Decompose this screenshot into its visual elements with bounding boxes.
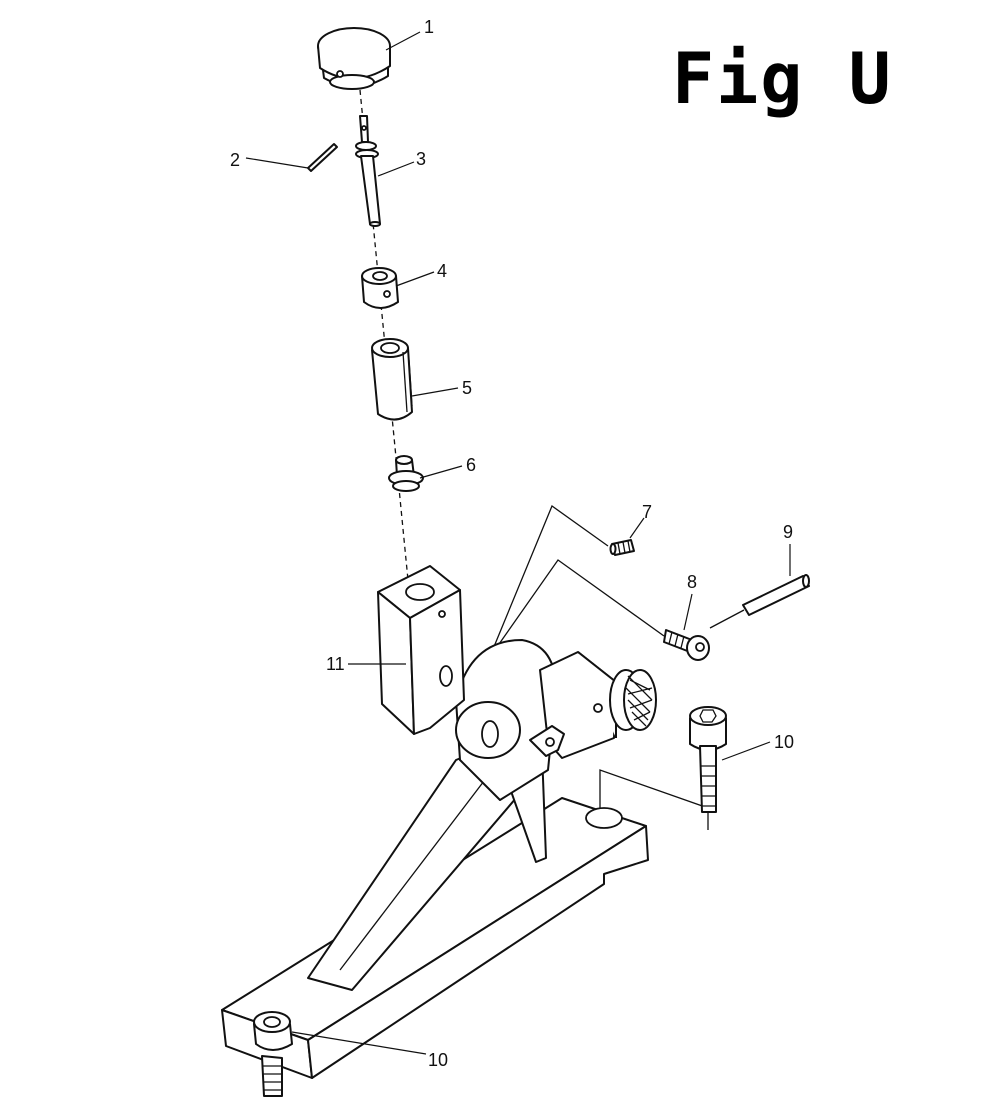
part-4-collar — [361, 267, 399, 309]
part-11-block — [377, 565, 465, 735]
callout-5: 5 — [462, 378, 472, 398]
callout-9: 9 — [783, 522, 793, 542]
part-8-eye-screw — [663, 629, 710, 661]
support-arm — [307, 741, 541, 991]
callout-2: 2 — [230, 150, 240, 170]
callout-1: 1 — [424, 17, 434, 37]
part-1-knob — [317, 27, 391, 90]
callout-labels: 1 2 3 4 5 6 7 8 9 10 10 11 — [230, 17, 794, 1070]
callout-8: 8 — [687, 572, 697, 592]
callout-10-lower: 10 — [428, 1050, 448, 1070]
pivot-arc — [455, 639, 557, 801]
base-foot-screw — [261, 1055, 283, 1097]
callout-4: 4 — [437, 261, 447, 281]
assembly-path-9 — [709, 609, 745, 629]
part-9-rod — [742, 574, 810, 616]
part-10-cap-screw — [689, 706, 727, 813]
right-bracket — [529, 651, 657, 759]
leader-lines — [245, 31, 791, 1055]
part-10-bottom-screw — [253, 1011, 293, 1051]
part-3-shaft — [355, 115, 381, 227]
assembly-path-7 — [471, 504, 609, 701]
part-6-bushing — [388, 455, 424, 492]
callout-3: 3 — [416, 149, 426, 169]
part-7-set-screw — [609, 539, 635, 556]
callout-11: 11 — [326, 654, 345, 674]
callout-7: 7 — [642, 502, 652, 522]
callout-10-upper: 10 — [774, 732, 794, 752]
assembly-path-10 — [599, 769, 709, 830]
callout-6: 6 — [466, 455, 476, 475]
part-2-pin — [307, 143, 338, 172]
part-5-sleeve — [371, 338, 413, 421]
figure-title: Fig U — [672, 38, 893, 120]
